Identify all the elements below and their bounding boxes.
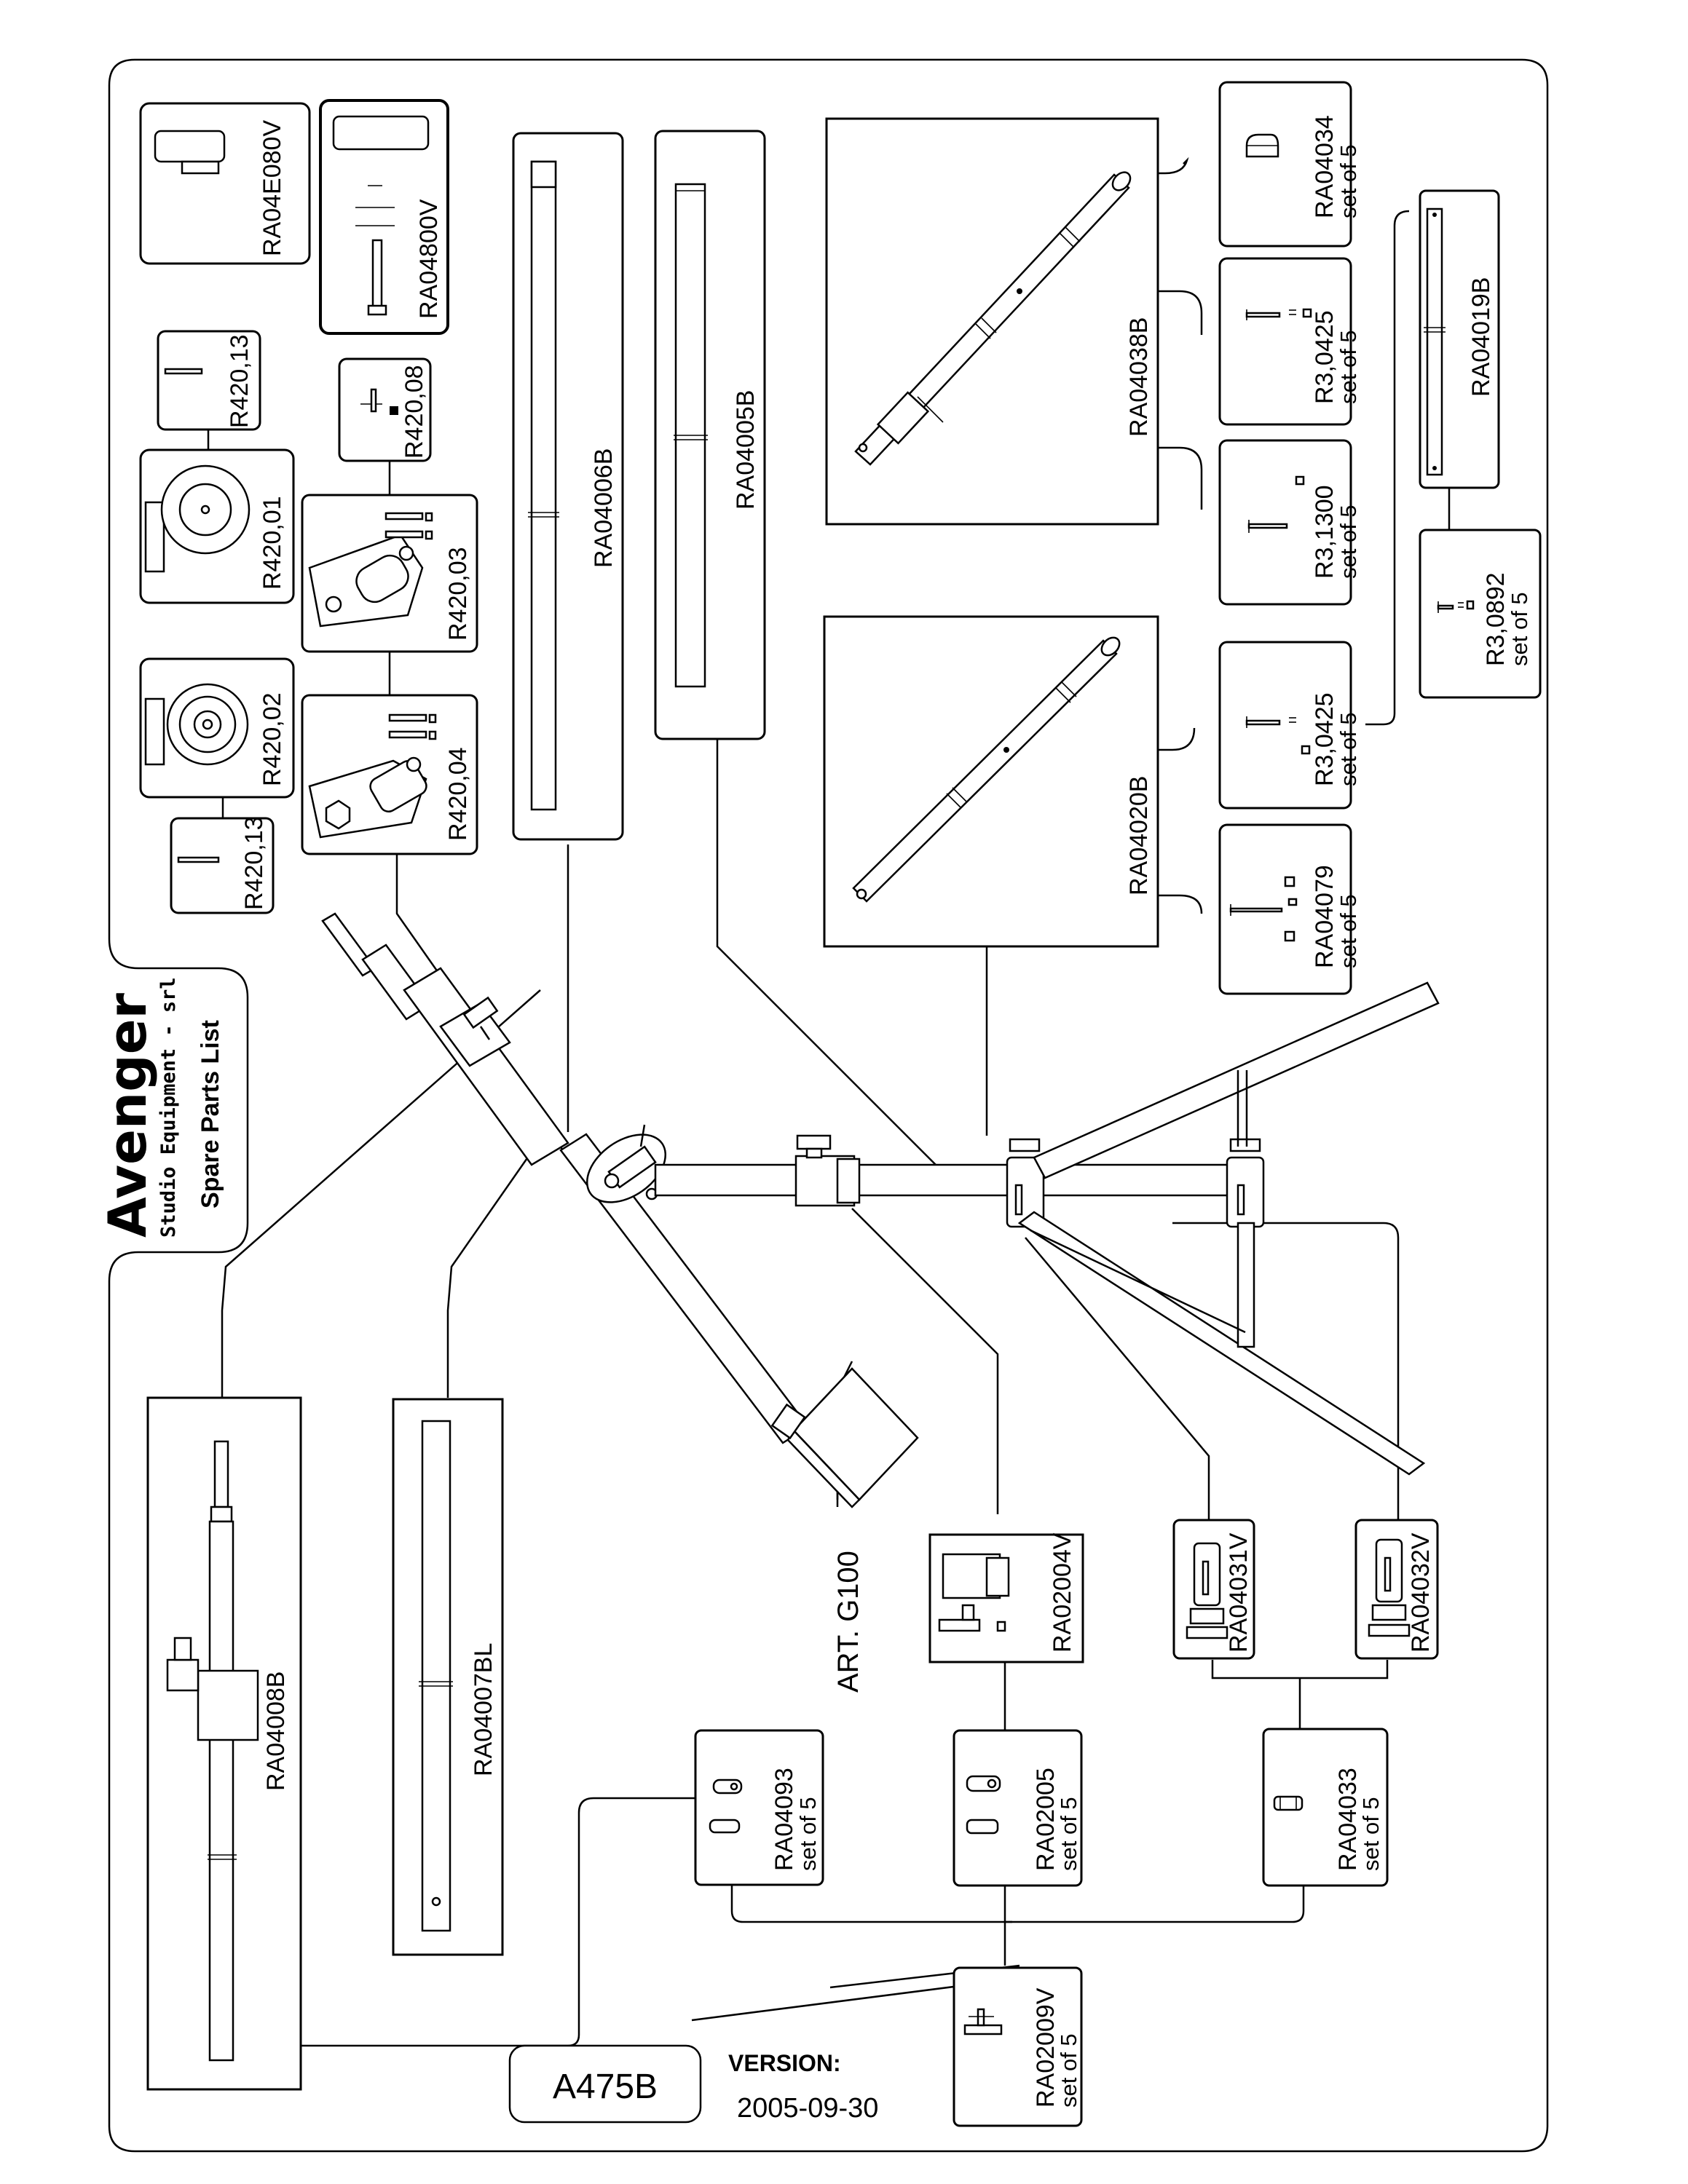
part-code-label: R3,1300 (1311, 485, 1338, 579)
boom-assembly-drawing (321, 912, 1440, 1508)
art-g100-label: ART. G100 (832, 1551, 864, 1693)
pivot-clamp (585, 1124, 667, 1203)
part-code-label: RA04008B (262, 1671, 290, 1791)
set-of-5-label: set of 5 (1336, 712, 1361, 786)
part-box-r3-1300: R3,1300 set of 5 (1218, 439, 1361, 606)
part-box-r420-08: R420,08 (338, 357, 432, 462)
set-of-5-label: set of 5 (1056, 1797, 1081, 1871)
part-box-ra04019b: RA04019B (1419, 189, 1500, 489)
part-box-r420-13-bottom: R420,13 (170, 816, 275, 914)
upper-arm (321, 912, 569, 1166)
part-code-label: R420,13 (226, 334, 253, 428)
part-code-label: RA04020B (1125, 776, 1153, 895)
model-number: A475B (553, 2068, 658, 2106)
part-code-label: R420,04 (444, 747, 472, 841)
clamp-2 (1006, 1138, 1045, 1228)
part-code-label: RA04032V (1407, 1532, 1435, 1653)
arm-knob (462, 996, 499, 1040)
part-code-label: RA04031V (1225, 1532, 1253, 1653)
clamp-3 (1226, 1138, 1265, 1228)
part-box-ra04034: RA04034 set of 5 (1218, 81, 1361, 248)
set-of-5-label: set of 5 (1336, 894, 1361, 968)
set-of-5-label: set of 5 (1336, 330, 1361, 404)
part-box-r3-0425-top: R3,0425 set of 5 (1218, 257, 1361, 426)
part-code-label: RA02004V (1049, 1532, 1076, 1653)
part-box-r420-02: R420,02 (139, 657, 295, 799)
part-code-label: RA02005 (1032, 1768, 1060, 1871)
part-box-r3-0425-lower: R3,0425 set of 5 (1218, 641, 1361, 810)
part-box-r420-03: R420,03 (301, 494, 478, 653)
set-of-5-label: set of 5 (1507, 592, 1532, 666)
lower-leg-1 (1017, 1211, 1426, 1476)
part-code-label: RA04800V (415, 199, 443, 319)
part-code-label: R3,0892 (1482, 572, 1510, 666)
part-box-ra02005: RA02005 set of 5 (953, 1729, 1083, 1887)
part-box-ra04007bl: RA04007BL (392, 1398, 504, 1956)
clamp-1 (794, 1134, 861, 1207)
part-code-label: RA04034 (1311, 115, 1338, 218)
part-box-ra04093: RA04093 set of 5 (694, 1729, 824, 1886)
part-code-label: RA04033 (1334, 1768, 1362, 1871)
version-date: 2005-09-30 (737, 2093, 878, 2124)
part-code-label: RA04019B (1467, 277, 1495, 397)
part-box-ra04038b: RA04038B (825, 117, 1159, 526)
brand-logo: Avenger (97, 992, 158, 1238)
part-code-label: R420,03 (444, 547, 472, 641)
part-box-ra02009v: RA02009V set of 5 (953, 1966, 1083, 2127)
part-code-label: R3,0425 (1311, 692, 1338, 786)
brand-block: Avenger Studio Equipment - srl Spare Par… (97, 977, 224, 1238)
part-code-label: RA04007BL (470, 1643, 497, 1776)
part-box-ra04033: RA04033 set of 5 (1262, 1728, 1389, 1887)
part-box-ra04008b: RA04008B (146, 1396, 302, 2091)
lower-leg-2 (1237, 1222, 1255, 1348)
part-code-label: R420,08 (401, 365, 428, 459)
set-of-5-label: set of 5 (1358, 1797, 1384, 1871)
version-block: A475B VERSION: 2005-09-30 (508, 2044, 878, 2124)
part-code-label: RA04093 (770, 1768, 798, 1871)
doc-type-title: Spare Parts List (197, 1020, 224, 1208)
part-box-ra04032v: RA04032V (1354, 1519, 1439, 1660)
part-box-ra04005b: RA04005B (654, 130, 766, 740)
part-code-label: R420,02 (259, 692, 286, 786)
part-box-ra04079: RA04079 set of 5 (1218, 823, 1361, 995)
part-box-ra04e080v: RA04E080V (139, 102, 311, 265)
version-label: VERSION: (728, 2050, 841, 2076)
main-bar (654, 1163, 1239, 1197)
part-box-r420-13-top: R420,13 (157, 330, 261, 431)
part-code-label: RA04006B (590, 448, 618, 568)
part-code-label: RA04079 (1311, 865, 1338, 968)
part-code-label: RA04E080V (259, 120, 286, 256)
part-box-ra04020b: RA04020B (823, 615, 1159, 948)
part-box-r420-04: R420,04 (301, 694, 478, 855)
part-box-ra04006b: RA04006B (512, 132, 624, 841)
page-frame (108, 58, 1549, 2153)
brand-company: Studio Equipment - srl (157, 977, 180, 1238)
part-box-ra04800v: RA04800V (319, 99, 449, 335)
set-of-5-label: set of 5 (1336, 505, 1361, 579)
set-of-5-label: set of 5 (795, 1797, 821, 1871)
part-code-label: R3,0425 (1311, 310, 1338, 404)
part-code-label: RA04038B (1125, 317, 1153, 437)
g100-yoke (770, 1367, 919, 1508)
part-code-label: R420,01 (259, 496, 286, 590)
part-box-ra04031v: RA04031V (1172, 1519, 1255, 1660)
part-box-r420-01: R420,01 (139, 448, 295, 604)
set-of-5-label: set of 5 (1336, 144, 1361, 218)
set-of-5-label: set of 5 (1056, 2033, 1081, 2108)
part-code-label: R420,13 (240, 816, 268, 910)
part-box-r3-0892: R3,0892 set of 5 (1419, 529, 1542, 699)
part-code-label: RA04005B (732, 390, 760, 510)
upper-strut (1033, 981, 1440, 1179)
part-box-ra02004v: RA02004V (928, 1532, 1084, 1663)
part-code-label: RA02009V (1032, 1987, 1060, 2108)
